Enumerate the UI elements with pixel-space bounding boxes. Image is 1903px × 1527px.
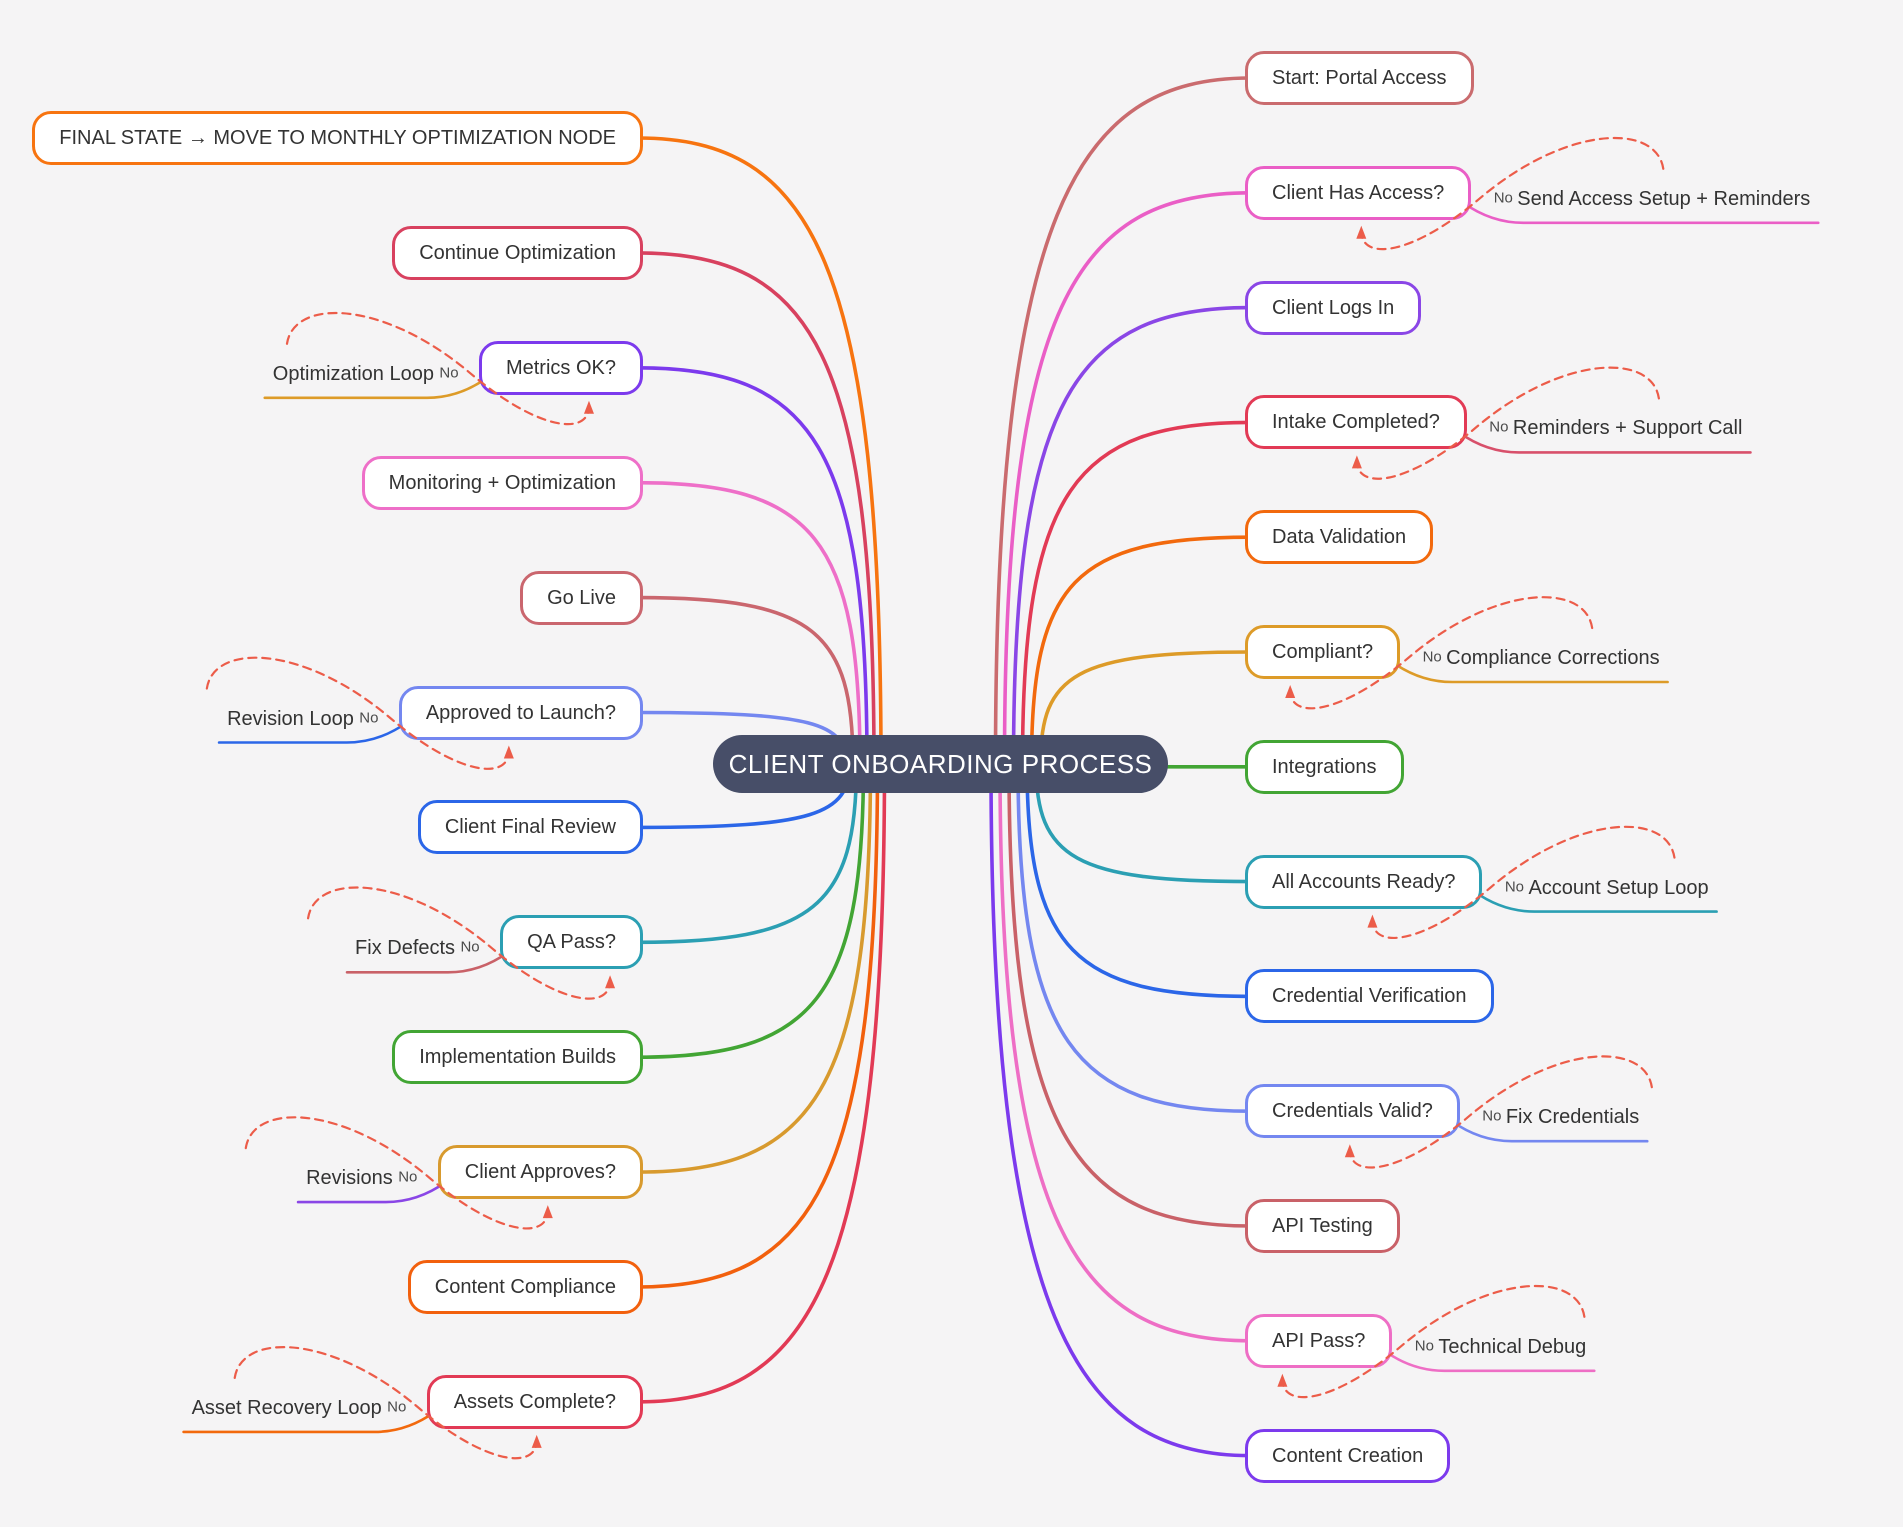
subnode-compliance-corrections: Compliance Corrections — [1446, 647, 1660, 669]
edge-compliant — [1038, 650, 1252, 766]
node-compliant: Compliant? — [1245, 625, 1401, 679]
subnode-optimization-loop: Optimization Loop — [272, 362, 434, 385]
node-go-live: Go Live — [520, 570, 643, 625]
node-monitoring-optimization: Monitoring + Optimization — [361, 455, 643, 510]
node-api-testing: API Testing — [1245, 1199, 1400, 1253]
edge-content-creation — [989, 762, 1252, 1458]
subnode-fix-credentials: Fix Credentials — [1505, 1106, 1640, 1129]
subnode-fix-defects: Fix Defects — [355, 937, 456, 960]
node-data-validation: Data Validation — [1245, 510, 1434, 565]
edge-assets-complete — [636, 762, 887, 1404]
no-edge-label: No — [1493, 189, 1513, 207]
edge-content-compliance — [636, 762, 880, 1289]
node-credential-verification: Credential Verification — [1245, 969, 1494, 1024]
edge-credential-verification — [1025, 762, 1252, 999]
no-edge-label: No — [1422, 648, 1442, 666]
node-continue-optimization: Continue Optimization — [392, 225, 643, 280]
node-content-creation: Content Creation — [1245, 1428, 1451, 1483]
no-edge-label: No — [1504, 878, 1525, 896]
node-client-approves: Client Approves? — [437, 1145, 643, 1200]
node-intake-completed: Intake Completed? — [1245, 395, 1467, 450]
node-content-compliance: Content Compliance — [407, 1260, 643, 1314]
edge-data-validation — [1029, 535, 1252, 766]
edge-continue-optimization — [636, 251, 876, 766]
edge-api-pass — [998, 762, 1252, 1343]
node-client-logs-in: Client Logs In — [1245, 280, 1422, 335]
node-api-pass: API Pass? — [1245, 1313, 1393, 1368]
node-approved-to-launch: Approved to Launch? — [398, 685, 643, 740]
subnode-technical-debug: Technical Debug — [1438, 1335, 1587, 1358]
no-edge-label: No — [1489, 418, 1509, 436]
edge-start-portal-access — [993, 76, 1252, 766]
node-qa-pass: QA Pass? — [500, 915, 643, 970]
edge-credentials-valid — [1016, 762, 1252, 1113]
node-integrations: Integrations — [1245, 739, 1404, 794]
edge-qa-pass — [636, 762, 859, 945]
edge-all-accounts-ready — [1034, 762, 1252, 884]
subnode-revision-loop: Revision Loop — [227, 707, 354, 730]
node-implementation-builds: Implementation Builds — [392, 1030, 643, 1085]
no-edge-label: No — [439, 364, 459, 382]
subnode-revisions: Revisions — [306, 1167, 393, 1190]
no-edge-label: No — [460, 938, 480, 956]
node-client-final-review: Client Final Review — [417, 800, 643, 855]
edge-client-approves — [636, 762, 873, 1174]
node-all-accounts-ready: All Accounts Ready? — [1245, 854, 1483, 909]
edge-monitoring-optimization — [636, 480, 862, 766]
no-edge-label: No — [387, 1398, 407, 1416]
edge-api-testing — [1007, 762, 1252, 1228]
edge-go-live — [636, 595, 855, 766]
no-edge-label: No — [1482, 1107, 1502, 1125]
edge-client-has-access — [1002, 191, 1252, 766]
no-edge-label: No — [1414, 1337, 1434, 1355]
subnode-send-access-setup-reminders: Send Access Setup + Reminders — [1517, 187, 1811, 210]
edge-final-state-move-to-monthly-optimization-node — [636, 136, 883, 766]
node-metrics-ok: Metrics OK? — [478, 340, 643, 395]
node-assets-complete: Assets Complete? — [426, 1374, 643, 1429]
edge-intake-completed — [1020, 420, 1252, 766]
subnode-asset-recovery-loop: Asset Recovery Loop — [191, 1396, 382, 1419]
node-credentials-valid: Credentials Valid? — [1245, 1084, 1460, 1139]
edge-client-logs-in — [1011, 305, 1252, 766]
no-edge-label: No — [359, 709, 379, 726]
edge-implementation-builds — [636, 762, 866, 1059]
node-final-state-move-to-monthly-optimization-node: FINAL STATE → MOVE TO MONTHLY OPTIMIZATI… — [32, 111, 643, 165]
node-client-has-access: Client Has Access? — [1245, 165, 1472, 220]
edge-metrics-ok — [636, 366, 869, 766]
node-start-portal-access: Start: Portal Access — [1245, 51, 1474, 105]
no-edge-label: No — [398, 1168, 418, 1186]
central-topic-node: CLIENT ONBOARDING PROCESS — [713, 735, 1168, 793]
subnode-reminders-support-call: Reminders + Support Call — [1512, 417, 1743, 440]
subnode-account-setup-loop: Account Setup Loop — [1528, 876, 1709, 899]
